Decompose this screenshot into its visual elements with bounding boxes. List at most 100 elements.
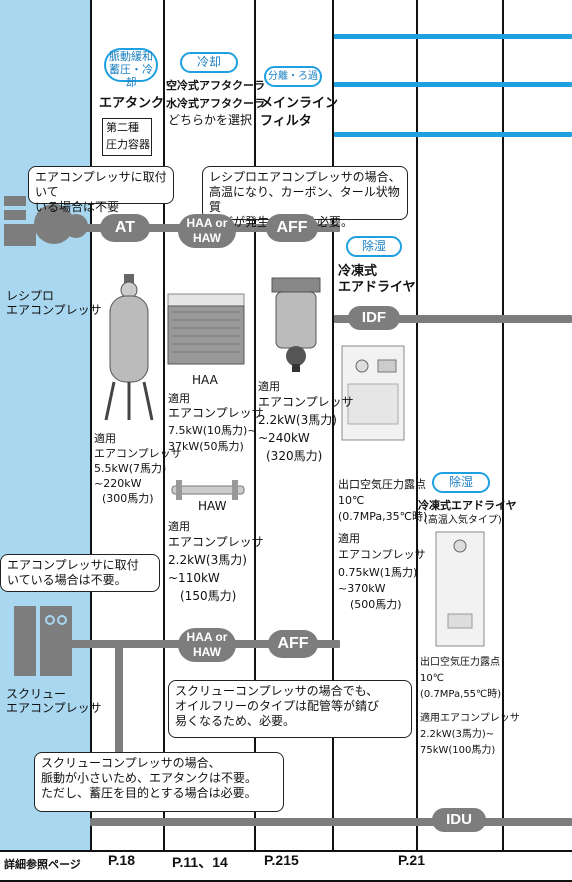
- column-divider: [502, 0, 504, 850]
- aff-spec: ~240kW: [258, 431, 310, 445]
- page-ref-cooler[interactable]: P.11、14: [172, 854, 228, 870]
- vessel-line: 第二種: [106, 121, 139, 134]
- idf-spec: 10℃: [338, 494, 365, 507]
- idu-spec: 75kW(100馬力): [420, 745, 496, 756]
- blue-pipe: [334, 132, 572, 137]
- footer-bottom-rule: [0, 880, 572, 882]
- dehumidify-badge: 除湿: [346, 236, 402, 257]
- screw-label: エアコンプレッサ: [6, 701, 102, 715]
- idf-spec: (0.7MPa,35℃時): [338, 510, 428, 523]
- callout-line: エアコンプレッサに取付: [7, 558, 139, 572]
- callout-screw-tank-not-needed: スクリューコンプレッサの場合、 脈動が小さいため、エアタンクは不要。 ただし、蓄…: [34, 752, 284, 812]
- page-ref-filter[interactable]: P.215: [264, 852, 299, 868]
- haa-label: HAA: [192, 373, 218, 387]
- callout-line: いる場合は不要: [35, 200, 120, 214]
- node-at[interactable]: AT: [100, 214, 150, 242]
- tank-title: エアタンク: [99, 96, 165, 111]
- tank-function-badge: 脈動緩和 蓄圧・冷却: [104, 48, 158, 89]
- node-haa-haw-recip[interactable]: HAA or HAW: [178, 214, 236, 248]
- dryer2-title: 冷凍式エアドライヤ: [418, 499, 517, 512]
- callout-line: 脈動が小さいため、エアタンクは不要。: [41, 771, 258, 785]
- haw-spec: エアコンプレッサ: [168, 535, 264, 549]
- idf-spec: エアコンプレッサ: [338, 548, 426, 561]
- dryer-title: 冷凍式: [338, 264, 378, 279]
- callout-line: スクリューコンプレッサの場合でも、: [175, 684, 379, 698]
- refrigerated-dryer-image: [341, 345, 405, 441]
- aff-spec: エアコンプレッサ: [258, 395, 354, 409]
- recip-label: レシプロ: [6, 289, 55, 303]
- callout-oilfree-filter-needed: スクリューコンプレッサの場合でも、 オイルフリーのタイプは配管等が錆び 易くなる…: [168, 680, 412, 738]
- node-idf[interactable]: IDF: [348, 306, 400, 330]
- aftercooler-haa-image: [167, 293, 245, 365]
- screw-label: スクリュー: [6, 687, 67, 701]
- select-either-note: どちらかを選択: [168, 113, 253, 127]
- node-line: HAA or: [186, 630, 228, 644]
- idf-pipe: [334, 315, 572, 323]
- idu-spec: 10℃: [420, 673, 444, 684]
- reciprocating-compressor-icon: [4, 196, 88, 246]
- tank-badge-line: 蓄圧・冷却: [109, 63, 153, 89]
- haa-spec: 37kW(50馬力): [168, 440, 244, 453]
- idf-spec: 0.75kW(1馬力): [338, 566, 418, 579]
- idu-spec: (0.7MPa,55℃時): [420, 689, 502, 700]
- callout-line: レシプロエアコンプレッサの場合、: [209, 170, 401, 184]
- node-aff-screw[interactable]: AFF: [268, 630, 318, 658]
- idf-spec: 出口空気圧力露点: [338, 478, 426, 491]
- column-divider: [163, 0, 165, 850]
- node-idu[interactable]: IDU: [432, 808, 486, 832]
- tank-badge-line: 脈動緩和: [109, 50, 153, 63]
- node-line: HAW: [193, 645, 221, 659]
- air-cooled-aftercooler-title: 空冷式アフタクーラ: [166, 79, 265, 92]
- node-line: HAA or: [186, 216, 228, 230]
- callout-line: いている場合は不要。: [7, 573, 127, 587]
- column-divider: [254, 0, 256, 850]
- idu-spec: 2.2kW(3馬力)~: [420, 729, 495, 740]
- callout-cooler-not-needed: エアコンプレッサに取付 いている場合は不要。: [0, 554, 160, 592]
- haw-label: HAW: [198, 499, 227, 513]
- idu-spec: 出口空気圧力露点: [420, 657, 500, 668]
- separation-badge: 分離・ろ過: [264, 66, 322, 87]
- filter-title: メインライン: [260, 96, 339, 111]
- page-ref-tank[interactable]: P.18: [108, 852, 135, 868]
- node-line: HAW: [193, 231, 221, 245]
- water-cooled-aftercooler-title: 水冷式アフタクーラ: [166, 97, 265, 110]
- haw-spec: (150馬力): [180, 589, 237, 603]
- pressure-vessel-box: 第二種 圧力容器: [102, 118, 152, 156]
- haa-spec: 7.5kW(10馬力)~: [168, 424, 257, 437]
- recip-label: エアコンプレッサ: [6, 303, 102, 317]
- callout-tank-not-needed: エアコンプレッサに取付いて いる場合は不要: [28, 166, 174, 214]
- page-ref-dryer[interactable]: P.21: [398, 852, 425, 868]
- node-aff-recip[interactable]: AFF: [266, 214, 318, 242]
- aff-spec: (320馬力): [266, 449, 323, 463]
- dryer2-subtitle: (高温入気タイプ): [424, 515, 502, 526]
- column-divider: [416, 0, 418, 850]
- idf-spec: 適用: [338, 532, 360, 545]
- vessel-line: 圧力容器: [106, 138, 150, 151]
- callout-recip-filter-needed: レシプロエアコンプレッサの場合、 高温になり、カーボン、タール状物質 などが発生…: [202, 166, 408, 229]
- haw-spec: ~110kW: [168, 571, 220, 585]
- callout-line: スクリューコンプレッサの場合、: [41, 756, 221, 770]
- haw-spec: 適用: [168, 520, 190, 533]
- idf-spec: (500馬力): [350, 598, 402, 611]
- column-divider: [90, 0, 92, 850]
- callout-line: エアコンプレッサに取付いて: [35, 170, 167, 199]
- compressor-column-bg: [0, 0, 90, 850]
- haa-spec: エアコンプレッサ: [168, 406, 264, 420]
- dryer-title: エアドライヤ: [338, 280, 416, 295]
- footer-top-rule: [0, 850, 572, 852]
- column-divider: [332, 0, 334, 850]
- at-spec: (300馬力): [102, 492, 154, 505]
- screw-compressor-icon: [14, 606, 72, 676]
- idu-pipe: [90, 818, 572, 826]
- node-haa-haw-screw[interactable]: HAA or HAW: [178, 628, 236, 662]
- at-spec: 5.5kW(7馬力): [94, 462, 167, 475]
- blue-pipe: [334, 82, 572, 87]
- at-spec: 適用: [94, 432, 116, 445]
- aff-spec: 2.2kW(3馬力): [258, 413, 337, 427]
- at-spec: エアコンプレッサ: [94, 447, 182, 460]
- idf-spec: ~370kW: [338, 582, 386, 595]
- filter-title: フィルタ: [260, 114, 312, 129]
- high-temp-dryer-image: [435, 531, 485, 647]
- screw-branch-pipe: [115, 640, 123, 770]
- aftercooler-haw-image: [171, 480, 245, 500]
